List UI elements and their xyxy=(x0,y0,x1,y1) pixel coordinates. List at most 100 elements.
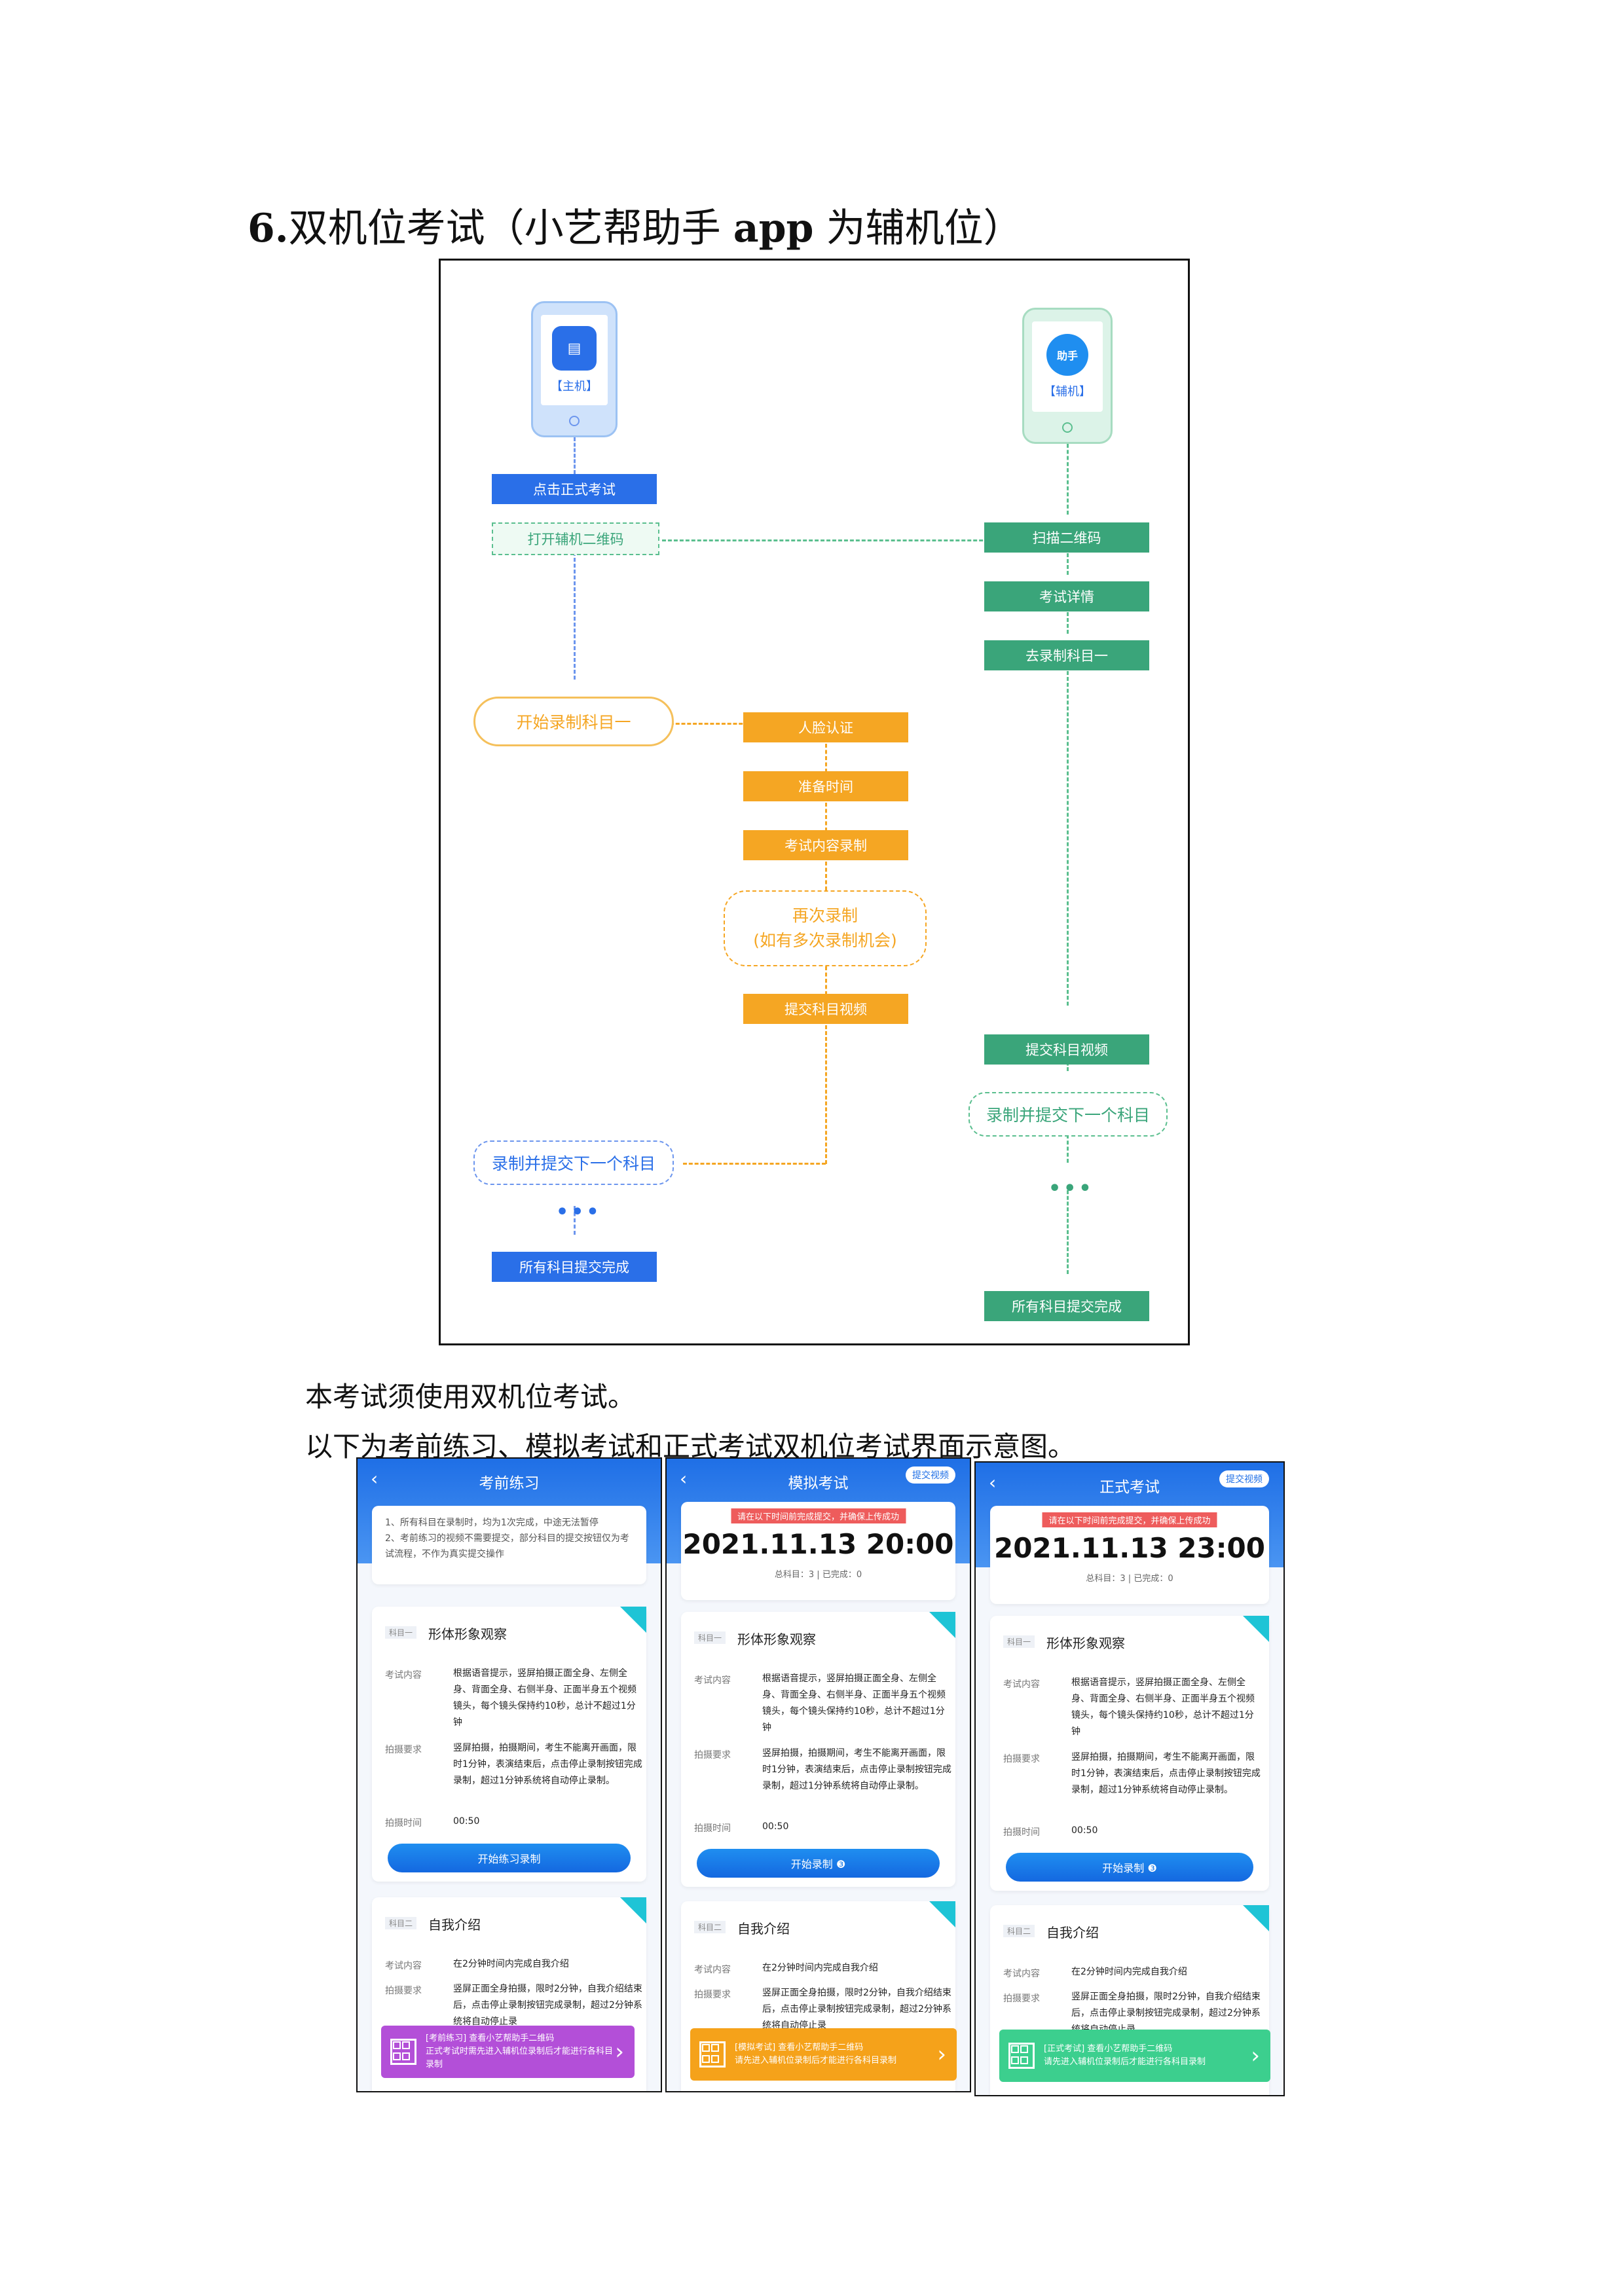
deadline-time: 2021.11.13 23:00 xyxy=(993,1532,1265,1564)
submit-video-button[interactable]: 提交视频 xyxy=(1219,1470,1269,1487)
content-record-step: 考试内容录制 xyxy=(743,830,908,860)
requirement-label: 拍摄要求 xyxy=(694,1750,731,1760)
main-phone-label: 【主机】 xyxy=(551,380,598,393)
subject-tag: 科目二 xyxy=(1003,1925,1035,1937)
subject-tag: 科目二 xyxy=(694,1921,726,1933)
rerecord-line-1: 再次录制 xyxy=(792,906,858,925)
section-heading: 6.双机位考试（小艺帮助手 app 为辅机位） xyxy=(248,206,1023,251)
content-text: 在2分钟时间内完成自我介绍 xyxy=(453,1959,569,1969)
subject-tag: 科目二 xyxy=(385,1917,417,1929)
scan-qr-step: 扫描二维码 xyxy=(984,522,1149,553)
xiaoyi-app-icon: ▤ xyxy=(552,326,597,371)
click-formal-exam-step: 点击正式考试 xyxy=(492,474,657,504)
record-next-subject-step-left: 录制并提交下一个科目 xyxy=(473,1140,674,1185)
qr-banner[interactable]: [模拟考试] 查看小艺帮助手二维码请先进入辅机位录制后才能进行各科目录制 › xyxy=(690,2028,957,2081)
screen-title: 正式考试 xyxy=(1099,1479,1160,1496)
connector-line xyxy=(825,803,827,831)
practice-screenshot: ‹ 考前练习 1、所有科目在录制时，均为1次完成，中途无法暂停 2、考前练习的视… xyxy=(356,1457,662,2092)
subject-name: 形体形象观察 xyxy=(737,1631,816,1647)
connector-line xyxy=(1067,665,1069,1006)
content-label: 考试内容 xyxy=(385,1961,422,1971)
banner-subtitle: 请先进入辅机位录制后才能进行各科目录制 xyxy=(1044,2057,1206,2067)
deadline-card: 请在以下时间前完成提交，并确保上传成功 2021.11.13 20:00 总科目… xyxy=(681,1502,955,1600)
subject-count: 总科目：3 | 已完成：0 xyxy=(774,1570,862,1580)
subject-count: 总科目：3 | 已完成：0 xyxy=(1086,1574,1173,1584)
continuation-dots: ••• xyxy=(556,1201,602,1224)
requirement-label: 拍摄要求 xyxy=(385,1745,422,1755)
formal-exam-screenshot: ‹ 正式考试 提交视频 请在以下时间前完成提交，并确保上传成功 2021.11.… xyxy=(974,1461,1285,2096)
content-label: 考试内容 xyxy=(694,1965,731,1975)
notice-line: 1、所有科目在录制时，均为1次完成，中途无法暂停 xyxy=(385,1518,599,1528)
connector-line xyxy=(683,1163,826,1165)
requirement-text: 竖屏正面全身拍摄，限时2分钟，自我介绍结束后，点击停止录制按钮完成录制，超过2分… xyxy=(762,1988,951,2031)
submit-video-step-middle: 提交科目视频 xyxy=(743,994,908,1024)
qr-banner[interactable]: [考前练习] 查看小艺帮助手二维码正式考试时需先进入辅机位录制后才能进行各科目录… xyxy=(381,2026,635,2078)
assistant-icon-text: 助手 xyxy=(1056,350,1078,362)
submit-video-button[interactable]: 提交视频 xyxy=(906,1467,955,1484)
time-value: 00:50 xyxy=(1071,1825,1098,1836)
connector-line xyxy=(574,437,576,474)
time-label: 拍摄时间 xyxy=(385,1818,422,1829)
connector-line xyxy=(1067,444,1069,515)
connector-line xyxy=(825,862,827,890)
banner-title: [考前练习] 查看小艺帮助手二维码 xyxy=(426,2033,555,2043)
paragraph-screenshots-intro: 以下为考前练习、模拟考试和正式考试双机位考试界面示意图。 xyxy=(305,1430,1076,1463)
subject-name: 自我介绍 xyxy=(1046,1925,1099,1941)
back-icon[interactable]: ‹ xyxy=(371,1468,378,1489)
all-subjects-done-left: 所有科目提交完成 xyxy=(492,1252,657,1282)
all-subjects-done-right: 所有科目提交完成 xyxy=(984,1291,1149,1321)
paragraph-dual-camera: 本考试须使用双机位考试。 xyxy=(305,1381,636,1413)
corner-badge-icon xyxy=(620,1897,646,1923)
back-icon[interactable]: ‹ xyxy=(680,1468,688,1489)
qr-code-icon xyxy=(1008,2043,1035,2069)
connector-line xyxy=(574,1206,576,1235)
main-phone: ▤ 【主机】 xyxy=(531,301,618,437)
content-label: 考试内容 xyxy=(1003,1969,1040,1979)
connector-line xyxy=(670,723,748,725)
requirement-text: 竖屏拍摄，拍摄期间，考生不能离开画面，限时1分钟，表演结束后，点击停止录制按钮完… xyxy=(453,1743,642,1786)
requirement-label: 拍摄要求 xyxy=(694,1990,731,2000)
banner-subtitle: 正式考试时需先进入辅机位录制后才能进行各科目录制 xyxy=(426,2047,614,2069)
banner-subtitle: 请先进入辅机位录制后才能进行各科目录制 xyxy=(735,2056,897,2066)
rerecord-line-2: (如有多次录制机会) xyxy=(753,931,897,950)
start-record-subject1-step: 开始录制科目一 xyxy=(473,697,674,746)
requirement-text: 竖屏拍摄，拍摄期间，考生不能离开画面，限时1分钟，表演结束后，点击停止录制按钮完… xyxy=(1071,1752,1261,1795)
prepare-time-step: 准备时间 xyxy=(743,771,908,801)
connector-line xyxy=(1067,606,1069,634)
rerecord-step: 再次录制 (如有多次录制机会) xyxy=(724,890,927,966)
connector-line xyxy=(1067,1190,1069,1274)
connector-line xyxy=(1067,547,1069,575)
content-text: 在2分钟时间内完成自我介绍 xyxy=(1071,1967,1187,1977)
start-record-button[interactable]: 开始录制 ❸ xyxy=(697,1849,940,1878)
content-label: 考试内容 xyxy=(694,1675,731,1686)
back-icon[interactable]: ‹ xyxy=(989,1472,997,1493)
content-text: 在2分钟时间内完成自我介绍 xyxy=(762,1963,878,1973)
corner-badge-icon xyxy=(1243,1616,1269,1642)
exam-detail-step: 考试详情 xyxy=(984,581,1149,611)
chevron-right-icon: › xyxy=(937,2041,946,2068)
requirement-label: 拍摄要求 xyxy=(1003,1994,1040,2004)
go-record-subject1-step: 去录制科目一 xyxy=(984,640,1149,670)
banner-title: [正式考试] 查看小艺帮助手二维码 xyxy=(1044,2044,1173,2054)
deadline-card: 请在以下时间前完成提交，并确保上传成功 2021.11.13 23:00 总科目… xyxy=(990,1506,1269,1604)
home-button-icon xyxy=(569,416,580,426)
chevron-right-icon: › xyxy=(1251,2043,1260,2069)
deadline-notice: 请在以下时间前完成提交，并确保上传成功 xyxy=(730,1508,906,1523)
notice-card: 1、所有科目在录制时，均为1次完成，中途无法暂停 2、考前练习的视频不需要提交，… xyxy=(372,1506,646,1584)
subject-tag: 科目一 xyxy=(694,1631,726,1644)
time-value: 00:50 xyxy=(762,1821,789,1832)
qr-banner[interactable]: [正式考试] 查看小艺帮助手二维码请先进入辅机位录制后才能进行各科目录制 › xyxy=(999,2030,1270,2082)
start-record-button[interactable]: 开始录制 ❸ xyxy=(1006,1853,1253,1882)
corner-badge-icon xyxy=(620,1607,646,1633)
requirement-label: 拍摄要求 xyxy=(385,1986,422,1996)
subject-card: 科目一 形体形象观察 考试内容 根据语音提示，竖屏拍摄正面全身、左侧全身、背面全… xyxy=(990,1616,1269,1891)
chevron-right-icon: › xyxy=(615,2039,624,2065)
mock-exam-screenshot: ‹ 模拟考试 提交视频 请在以下时间前完成提交，并确保上传成功 2021.11.… xyxy=(665,1457,971,2092)
screen-title: 考前练习 xyxy=(479,1475,540,1492)
flow-diagram: ▤ 【主机】 助手 【辅机】 点击正式考试 打开辅机二维码 开始录制科目一 录制… xyxy=(439,259,1190,1345)
submit-video-step-right: 提交科目视频 xyxy=(984,1034,1149,1065)
start-practice-button[interactable]: 开始练习录制 xyxy=(388,1844,631,1872)
subject-card: 科目一 形体形象观察 考试内容 根据语音提示，竖屏拍摄正面全身、左侧全身、背面全… xyxy=(681,1612,955,1887)
corner-badge-icon xyxy=(1243,1905,1269,1931)
subject-card: 科目一 形体形象观察 考试内容 根据语音提示，竖屏拍摄正面全身、左侧全身、背面全… xyxy=(372,1607,646,1882)
